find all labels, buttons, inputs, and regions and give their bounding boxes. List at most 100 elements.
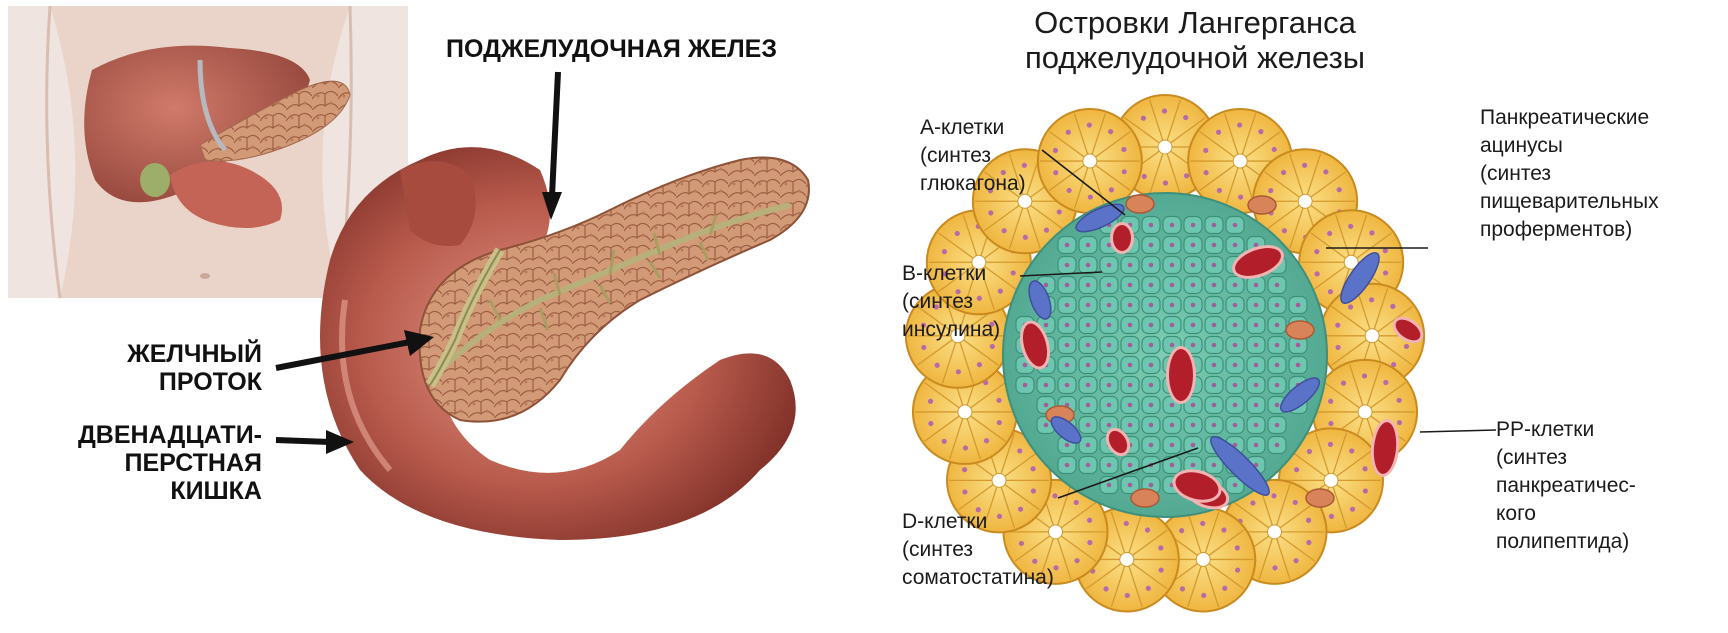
b-cell [1205,357,1223,374]
b-cell [1163,417,1181,434]
d-cells-line1: D-клетки [902,510,987,533]
b-cell [1058,357,1076,374]
b-cell [1079,297,1097,314]
a-cell [1286,321,1314,339]
duodenum-label-line1: ДВЕНАДЦАТИ- [78,421,262,449]
b-cell [1184,257,1202,274]
d-cells-line2: (синтез [902,538,973,561]
b-cell [1079,417,1097,434]
anatomy-illustration: ПОДЖЕЛУДОЧНАЯ ЖЕЛЕЗ ЖЕЛЧНЫЙ ПРОТОК ДВЕНА… [8,6,809,540]
b-cell [1121,397,1139,414]
b-cell [1268,337,1286,354]
b-cell [1142,337,1160,354]
b-cell [1226,417,1244,434]
b-cell [1205,237,1223,254]
b-cells-line3: инсулина) [902,318,1000,341]
a-cell [1306,489,1334,507]
b-cell [1184,237,1202,254]
b-cell [1100,297,1118,314]
b-cell [1184,217,1202,234]
b-cell [1100,457,1118,474]
b-cell [1247,377,1265,394]
b-cell [1247,357,1265,374]
diagram-title-line1: Островки Лангерганса [1034,5,1357,40]
islet-diagram: Островки Лангерганса поджелудочной желез… [902,5,1659,611]
b-cell [1058,377,1076,394]
gallbladder-shape [140,163,170,197]
b-cell [1142,237,1160,254]
b-cell [1247,397,1265,414]
b-cell [1247,337,1265,354]
b-cell [1058,317,1076,334]
b-cells-line1: В-клетки [902,262,986,285]
b-cell [1100,397,1118,414]
b-cell [1268,317,1286,334]
b-cell [1289,357,1307,374]
capillary [1166,346,1196,404]
b-cell [1163,437,1181,454]
acini-line4: пищеварительных [1480,190,1659,213]
b-cell [1079,357,1097,374]
b-cell [1226,237,1244,254]
b-cell [1037,377,1055,394]
b-cell [1058,297,1076,314]
b-cell [1079,457,1097,474]
diagram-title-line2: поджелудочной железы [1025,40,1365,75]
b-cell [1205,337,1223,354]
pancreas-label: ПОДЖЕЛУДОЧНАЯ ЖЕЛЕЗ [446,35,777,63]
b-cell [1247,417,1265,434]
b-cell [1268,437,1286,454]
b-cell [1163,257,1181,274]
b-cell [1121,377,1139,394]
a-cell [1248,196,1276,214]
b-cell [1100,357,1118,374]
b-cell [1289,297,1307,314]
b-cell [1268,357,1286,374]
a-cell [1126,195,1154,213]
b-cell [1100,337,1118,354]
b-cell [1205,397,1223,414]
b-cell [1121,337,1139,354]
b-cell [1079,337,1097,354]
a-cell [1131,489,1159,507]
b-cell [1268,417,1286,434]
b-cell [1268,377,1286,394]
pp-cells-line3: панкреатичес- [1496,474,1636,497]
b-cell [1079,377,1097,394]
duodenum-label-line3: КИШКА [170,477,262,505]
b-cell [1079,237,1097,254]
bile-duct-label-line2: ПРОТОК [159,368,263,396]
b-cell [1058,277,1076,294]
b-cell [1268,277,1286,294]
bile-duct-label-line1: ЖЕЛЧНЫЙ [126,338,262,368]
acini-line5: проферментов) [1480,218,1632,241]
b-cell [1247,297,1265,314]
b-cell [1247,277,1265,294]
b-cell [1142,297,1160,314]
pp-cells-line2: (синтез [1496,446,1567,469]
pp-cells-line5: полипептида) [1496,530,1629,553]
pp-cells-line4: кого [1496,502,1536,525]
capillary [1110,222,1134,254]
b-cell [1079,397,1097,414]
b-cell [1121,417,1139,434]
b-cell [1205,277,1223,294]
b-cell [1142,257,1160,274]
duodenum-label-line2: ПЕРСТНАЯ [125,449,262,477]
b-cell [1247,437,1265,454]
acini-line3: (синтез [1480,162,1551,185]
b-cell [1205,257,1223,274]
b-cell [1205,297,1223,314]
b-cell [1142,317,1160,334]
b-cell [1100,257,1118,274]
b-cell [1226,377,1244,394]
b-cell [1142,217,1160,234]
b-cell [1058,237,1076,254]
b-cell [1100,377,1118,394]
b-cell [1205,377,1223,394]
b-cells-line2: (синтез [902,290,973,313]
b-cell [1184,437,1202,454]
b-cell [1058,337,1076,354]
acini-line1: Панкреатические [1480,106,1649,129]
b-cell [1142,397,1160,414]
